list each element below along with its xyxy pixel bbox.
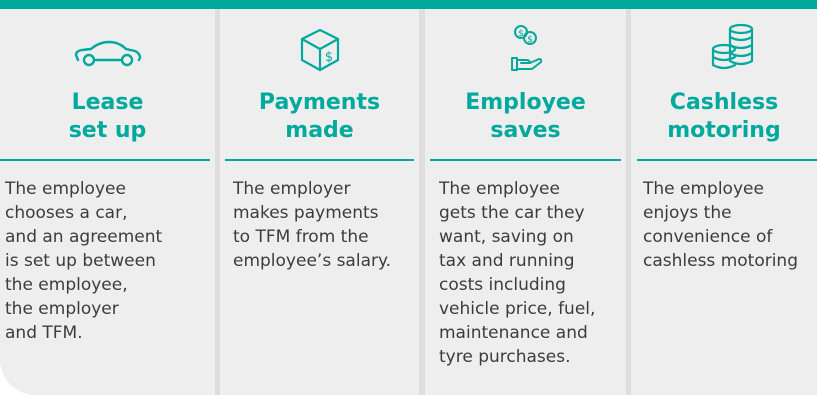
step-header: Lease set up <box>0 9 215 159</box>
step-header: Cashless motoring <box>631 9 817 159</box>
car-icon <box>73 39 143 67</box>
coin-stack-icon <box>707 23 759 71</box>
svg-text:$: $ <box>518 29 524 39</box>
step-description: The employee chooses a car, and an agree… <box>5 179 163 343</box>
divider <box>430 159 621 161</box>
svg-text:$: $ <box>324 50 332 65</box>
dollar-box-icon: $ <box>299 27 341 73</box>
divider <box>225 159 414 161</box>
step-header: $ $ Employee saves <box>425 9 626 159</box>
step-title: Employee saves <box>465 90 586 143</box>
step-description: The employee enjoys the convenience of c… <box>643 179 799 271</box>
step-lease-setup: Lease set up The employee chooses a car,… <box>0 9 215 395</box>
step-title: Cashless motoring <box>667 90 781 143</box>
step-payments-made: $ Payments made The employer makes payme… <box>220 9 419 395</box>
step-cashless-motoring: Cashless motoring The employee enjoys th… <box>631 9 817 395</box>
accent-top-bar <box>0 0 817 9</box>
divider <box>0 159 210 161</box>
step-employee-saves: $ $ Employee saves The employee gets the… <box>425 9 626 395</box>
divider <box>637 159 817 161</box>
step-title: Payments made <box>258 90 381 143</box>
step-description: The employer makes payments to TFM from … <box>233 179 392 271</box>
step-header: $ Payments made <box>220 9 419 159</box>
step-description: The employee gets the car they want, sav… <box>439 179 596 367</box>
coins-hand-icon: $ $ <box>506 23 546 75</box>
svg-text:$: $ <box>527 35 533 45</box>
step-title: Lease set up <box>68 90 147 143</box>
